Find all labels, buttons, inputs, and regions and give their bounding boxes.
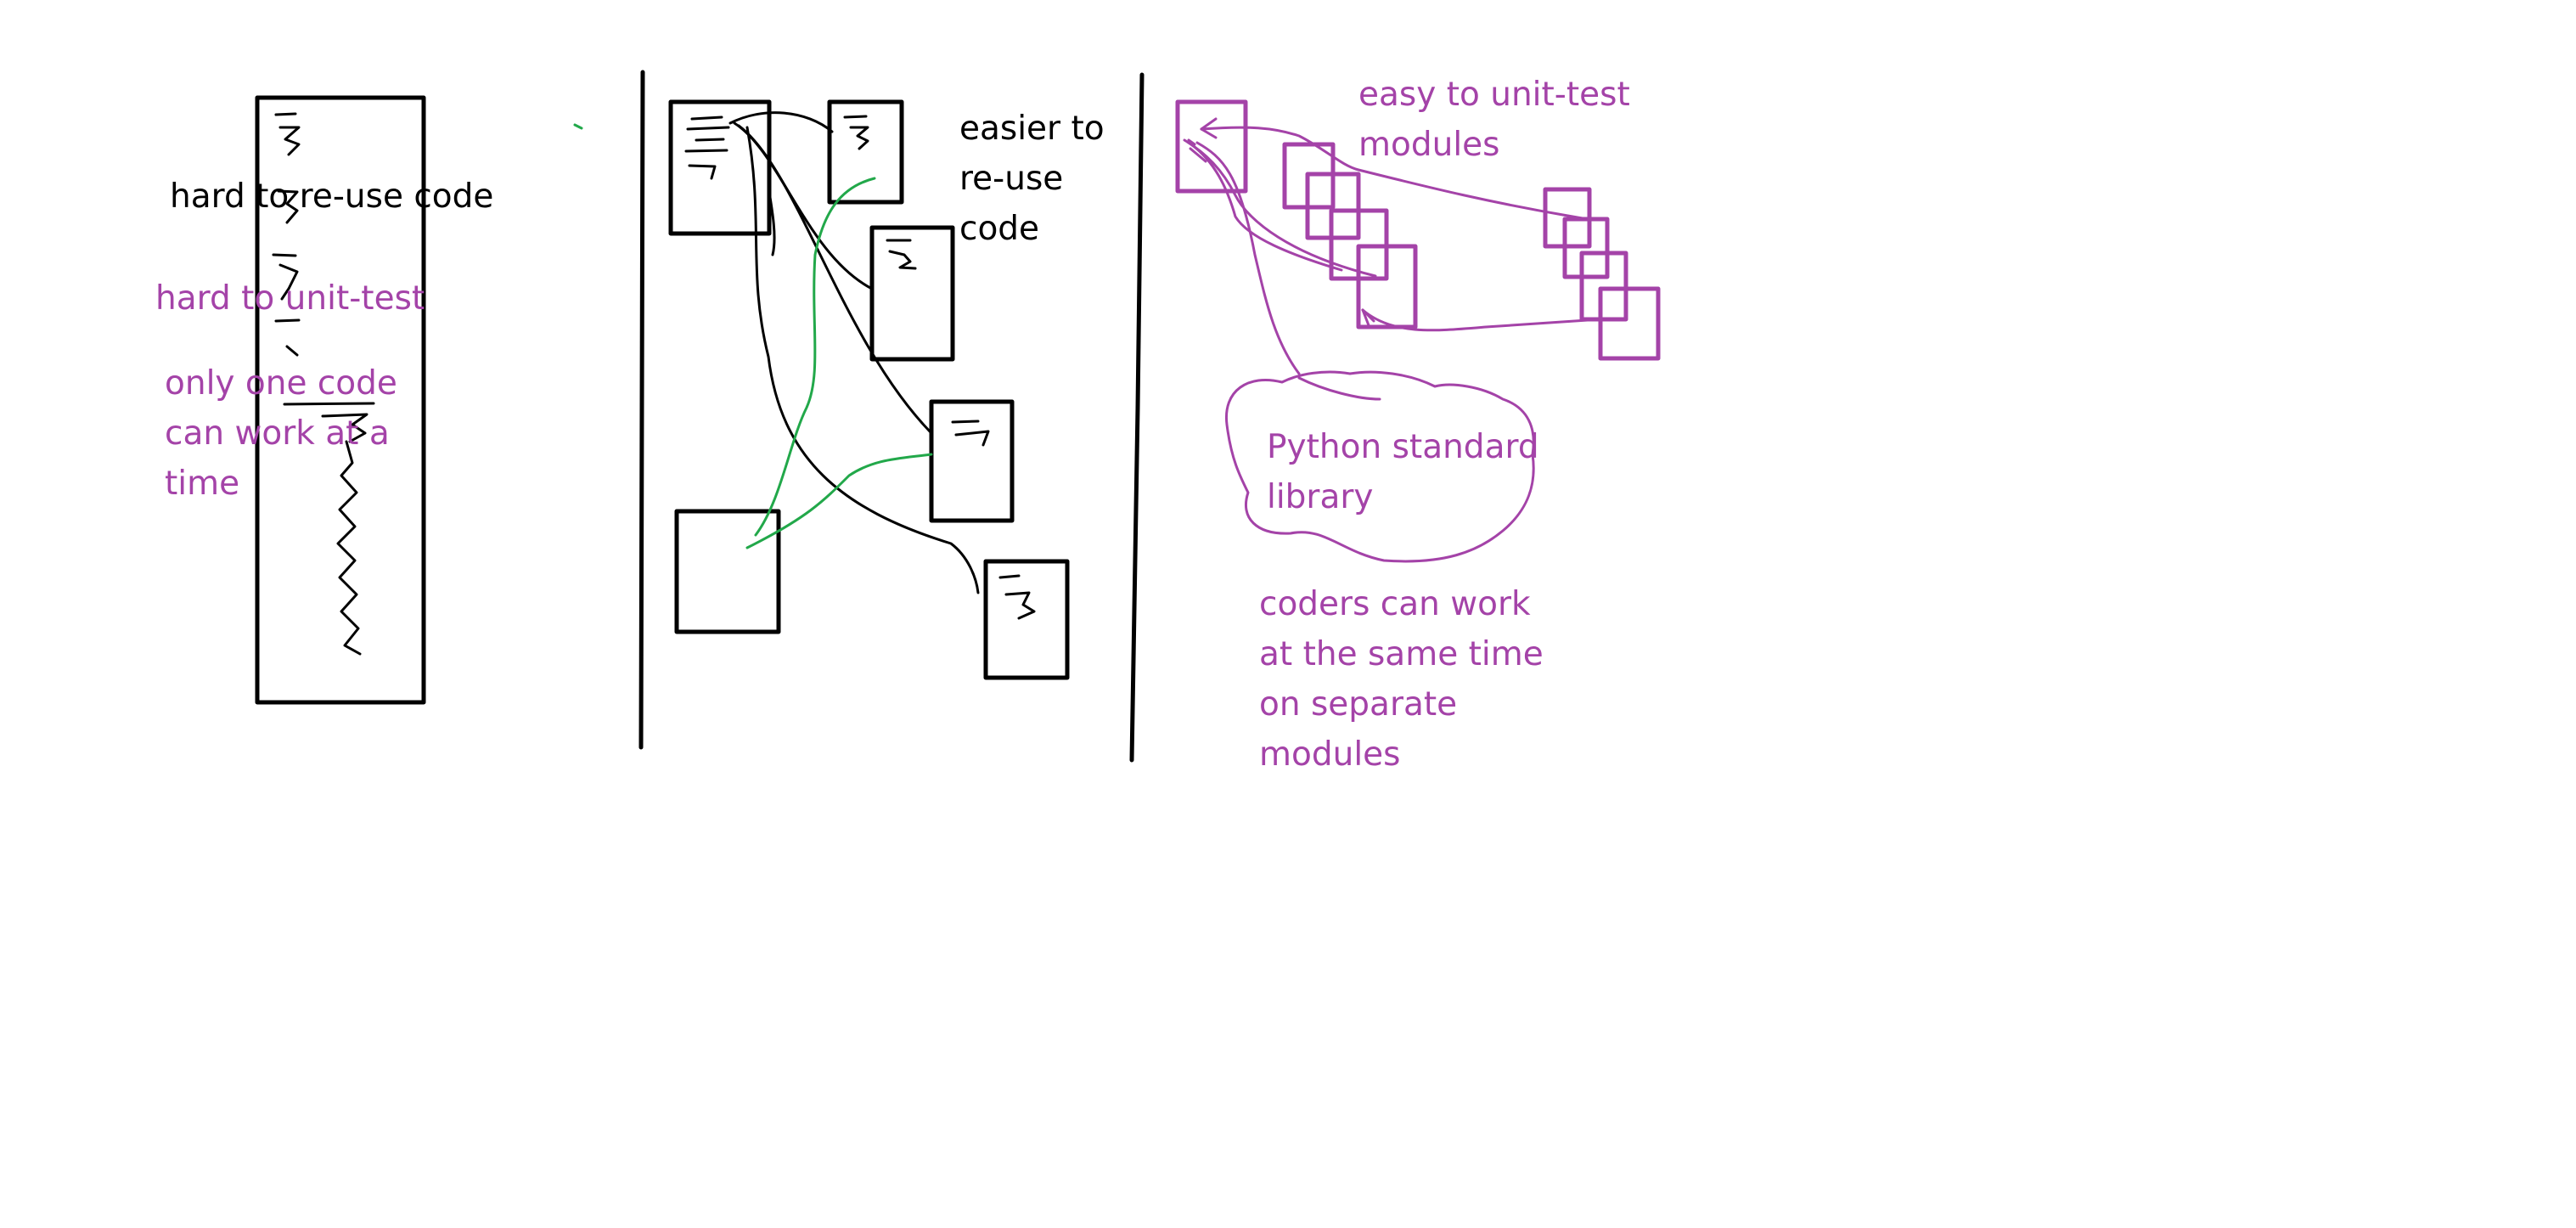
modular-section — [668, 99, 1070, 680]
package-group-b — [1543, 187, 1661, 361]
monolith-work-line-3: time — [165, 465, 240, 503]
divider-right — [1129, 72, 1145, 763]
stray-green-mark — [573, 123, 583, 130]
monolith-work-line-2: can work at a — [165, 414, 390, 453]
module-box-5 — [674, 509, 781, 634]
divider-left — [638, 70, 645, 750]
library-label-line-1: Python standard — [1267, 428, 1539, 466]
import-connectors — [728, 111, 980, 594]
module-box-1 — [827, 99, 904, 205]
main-module-box — [668, 99, 772, 236]
packages-test-line-2: modules — [1358, 126, 1500, 164]
monolith-test-label: hard to unit-test — [155, 279, 425, 318]
packages-work-line-1: coders can work — [1259, 585, 1531, 623]
monolith-file-box — [255, 95, 426, 705]
module-box-2 — [869, 225, 955, 362]
packages-test-line-1: easy to unit-test — [1358, 76, 1630, 114]
package-group-a — [1282, 142, 1418, 330]
library-label-line-2: library — [1267, 478, 1374, 516]
module-box-3 — [929, 399, 1015, 523]
library-cloud — [1224, 370, 1535, 563]
package-import-arrows — [1183, 117, 1615, 401]
packages-work-line-4: modules — [1259, 735, 1401, 774]
packages-work-line-3: on separate — [1259, 685, 1458, 724]
monolith-reuse-label: hard to re-use code — [170, 177, 494, 216]
modular-reuse-line-1: easier to — [959, 110, 1105, 148]
monolith-work-line-1: only one code — [165, 364, 397, 403]
monolith-code-scribbles — [272, 112, 375, 656]
packages-section — [1175, 99, 1661, 563]
shared-module-connectors — [745, 177, 933, 549]
packages-work-line-2: at the same time — [1259, 635, 1544, 673]
modular-reuse-line-3: code — [959, 210, 1040, 248]
modular-reuse-line-2: re-use — [959, 160, 1064, 198]
module-box-4 — [983, 559, 1070, 680]
monolith-section — [255, 95, 426, 705]
module-code-scribbles — [684, 115, 1036, 620]
package-main-box — [1175, 99, 1248, 194]
